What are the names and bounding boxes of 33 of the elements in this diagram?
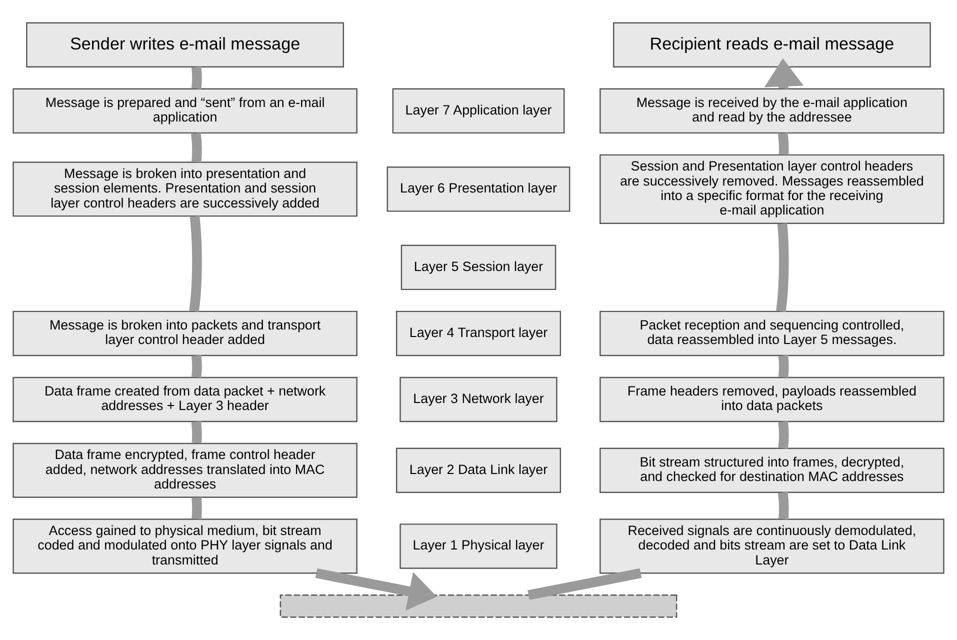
connector [191, 132, 202, 162]
connector [778, 421, 789, 449]
connector [776, 223, 789, 312]
node-box: Frame headers removed, payloads reassembled into data packets [600, 376, 944, 422]
connector [191, 421, 202, 444]
node-box: Layer 7 Application layer [392, 88, 565, 134]
node-box: Sender writes e-mail message [26, 22, 344, 68]
node-bar [280, 594, 678, 618]
connector [192, 497, 202, 520]
node-box: Layer 2 Data Link layer [396, 448, 562, 493]
node-box: Layer 5 Session layer [400, 244, 556, 290]
node-box: Message is prepared and “sent” from an e-mail application [12, 88, 358, 134]
node-box: Received signals are continuously demodulated, decoded and bits stream are set to Data Link Layer [600, 518, 944, 574]
node-box: Layer 4 Transport layer [396, 310, 562, 356]
node-box: Packet reception and sequencing controlled, data reassembled into Layer 5 messages. [600, 310, 944, 356]
connector [191, 66, 202, 90]
node-box: Layer 1 Physical layer [400, 524, 558, 569]
connector [189, 216, 202, 312]
node-box: Recipient reads e-mail message [613, 22, 931, 68]
node-box: Layer 6 Presentation layer [386, 166, 570, 212]
node-box: Layer 3 Network layer [400, 376, 558, 422]
node-box: Bit stream structured into frames, decrypted, and checked for destination MAC addresses [600, 448, 944, 493]
node-box: Session and Presentation layer control headers are successively removed. Messages reassembled into a specific format for the receiving e-mail application [600, 154, 944, 224]
node-box: Message is broken into presentation and session elements. Presentation and session layer control headers are successively added [12, 162, 358, 217]
connector [778, 354, 789, 378]
node-box: Data frame encrypted, frame control header added, network addresses translated into MAC addresses [12, 442, 358, 498]
node-box: Message is broken into packets and transport layer control header added [12, 310, 358, 356]
node-box: Message is received by the e-mail application and read by the addressee [600, 88, 944, 134]
node-box: Access gained to physical medium, bit stream coded and modulated onto PHY layer signals and transmitted [12, 518, 358, 574]
node-box: Data frame created from data packet + network addresses + Layer 3 header [12, 376, 358, 422]
connector [191, 354, 202, 378]
connector [778, 132, 789, 155]
connector [778, 492, 789, 520]
